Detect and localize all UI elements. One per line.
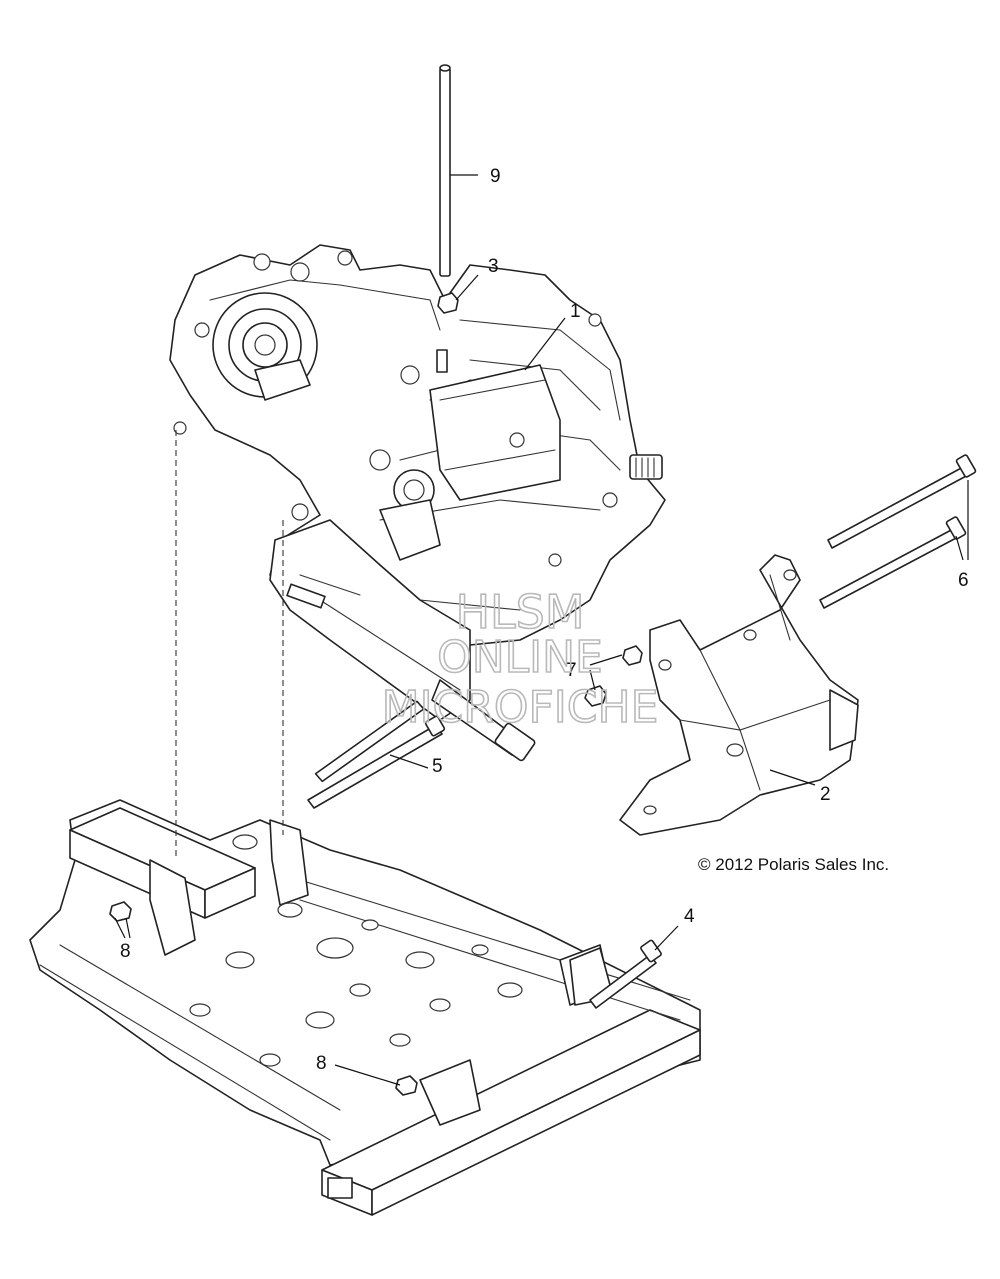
callout-1: 1 bbox=[570, 301, 581, 322]
nuts-part-8 bbox=[109, 901, 418, 1096]
nuts-part-7 bbox=[584, 645, 643, 707]
watermark-line-1: HLSM bbox=[455, 585, 584, 639]
callout-2: 2 bbox=[820, 784, 831, 805]
callout-6: 6 bbox=[958, 570, 969, 591]
callout-8-bottom: 8 bbox=[316, 1053, 327, 1074]
callout-9: 9 bbox=[490, 166, 501, 187]
callout-8-left: 8 bbox=[120, 941, 131, 962]
copyright-notice: © 2012 Polaris Sales Inc. bbox=[698, 855, 889, 874]
long-stud-part-9 bbox=[439, 64, 451, 277]
callout-3: 3 bbox=[488, 256, 499, 277]
callout-4: 4 bbox=[684, 906, 695, 927]
alignment-lines bbox=[175, 430, 284, 860]
chassis-frame bbox=[29, 799, 701, 1216]
nut-part-3 bbox=[437, 292, 459, 314]
watermark-line-2: ONLINE bbox=[437, 632, 603, 683]
bolts-part-6 bbox=[819, 454, 977, 609]
bolt-part-5 bbox=[307, 700, 446, 809]
watermark: HLSM ONLINE MICROFICHE bbox=[381, 584, 659, 734]
leader-lines bbox=[114, 174, 969, 1086]
watermark-line-3: MICROFICHE bbox=[382, 682, 659, 733]
mount-bracket-part-2 bbox=[619, 554, 859, 836]
callout-7: 7 bbox=[566, 660, 577, 681]
bolt-part-4 bbox=[589, 939, 662, 1009]
engine-transmission-assembly bbox=[169, 244, 666, 762]
callout-5: 5 bbox=[432, 756, 443, 777]
